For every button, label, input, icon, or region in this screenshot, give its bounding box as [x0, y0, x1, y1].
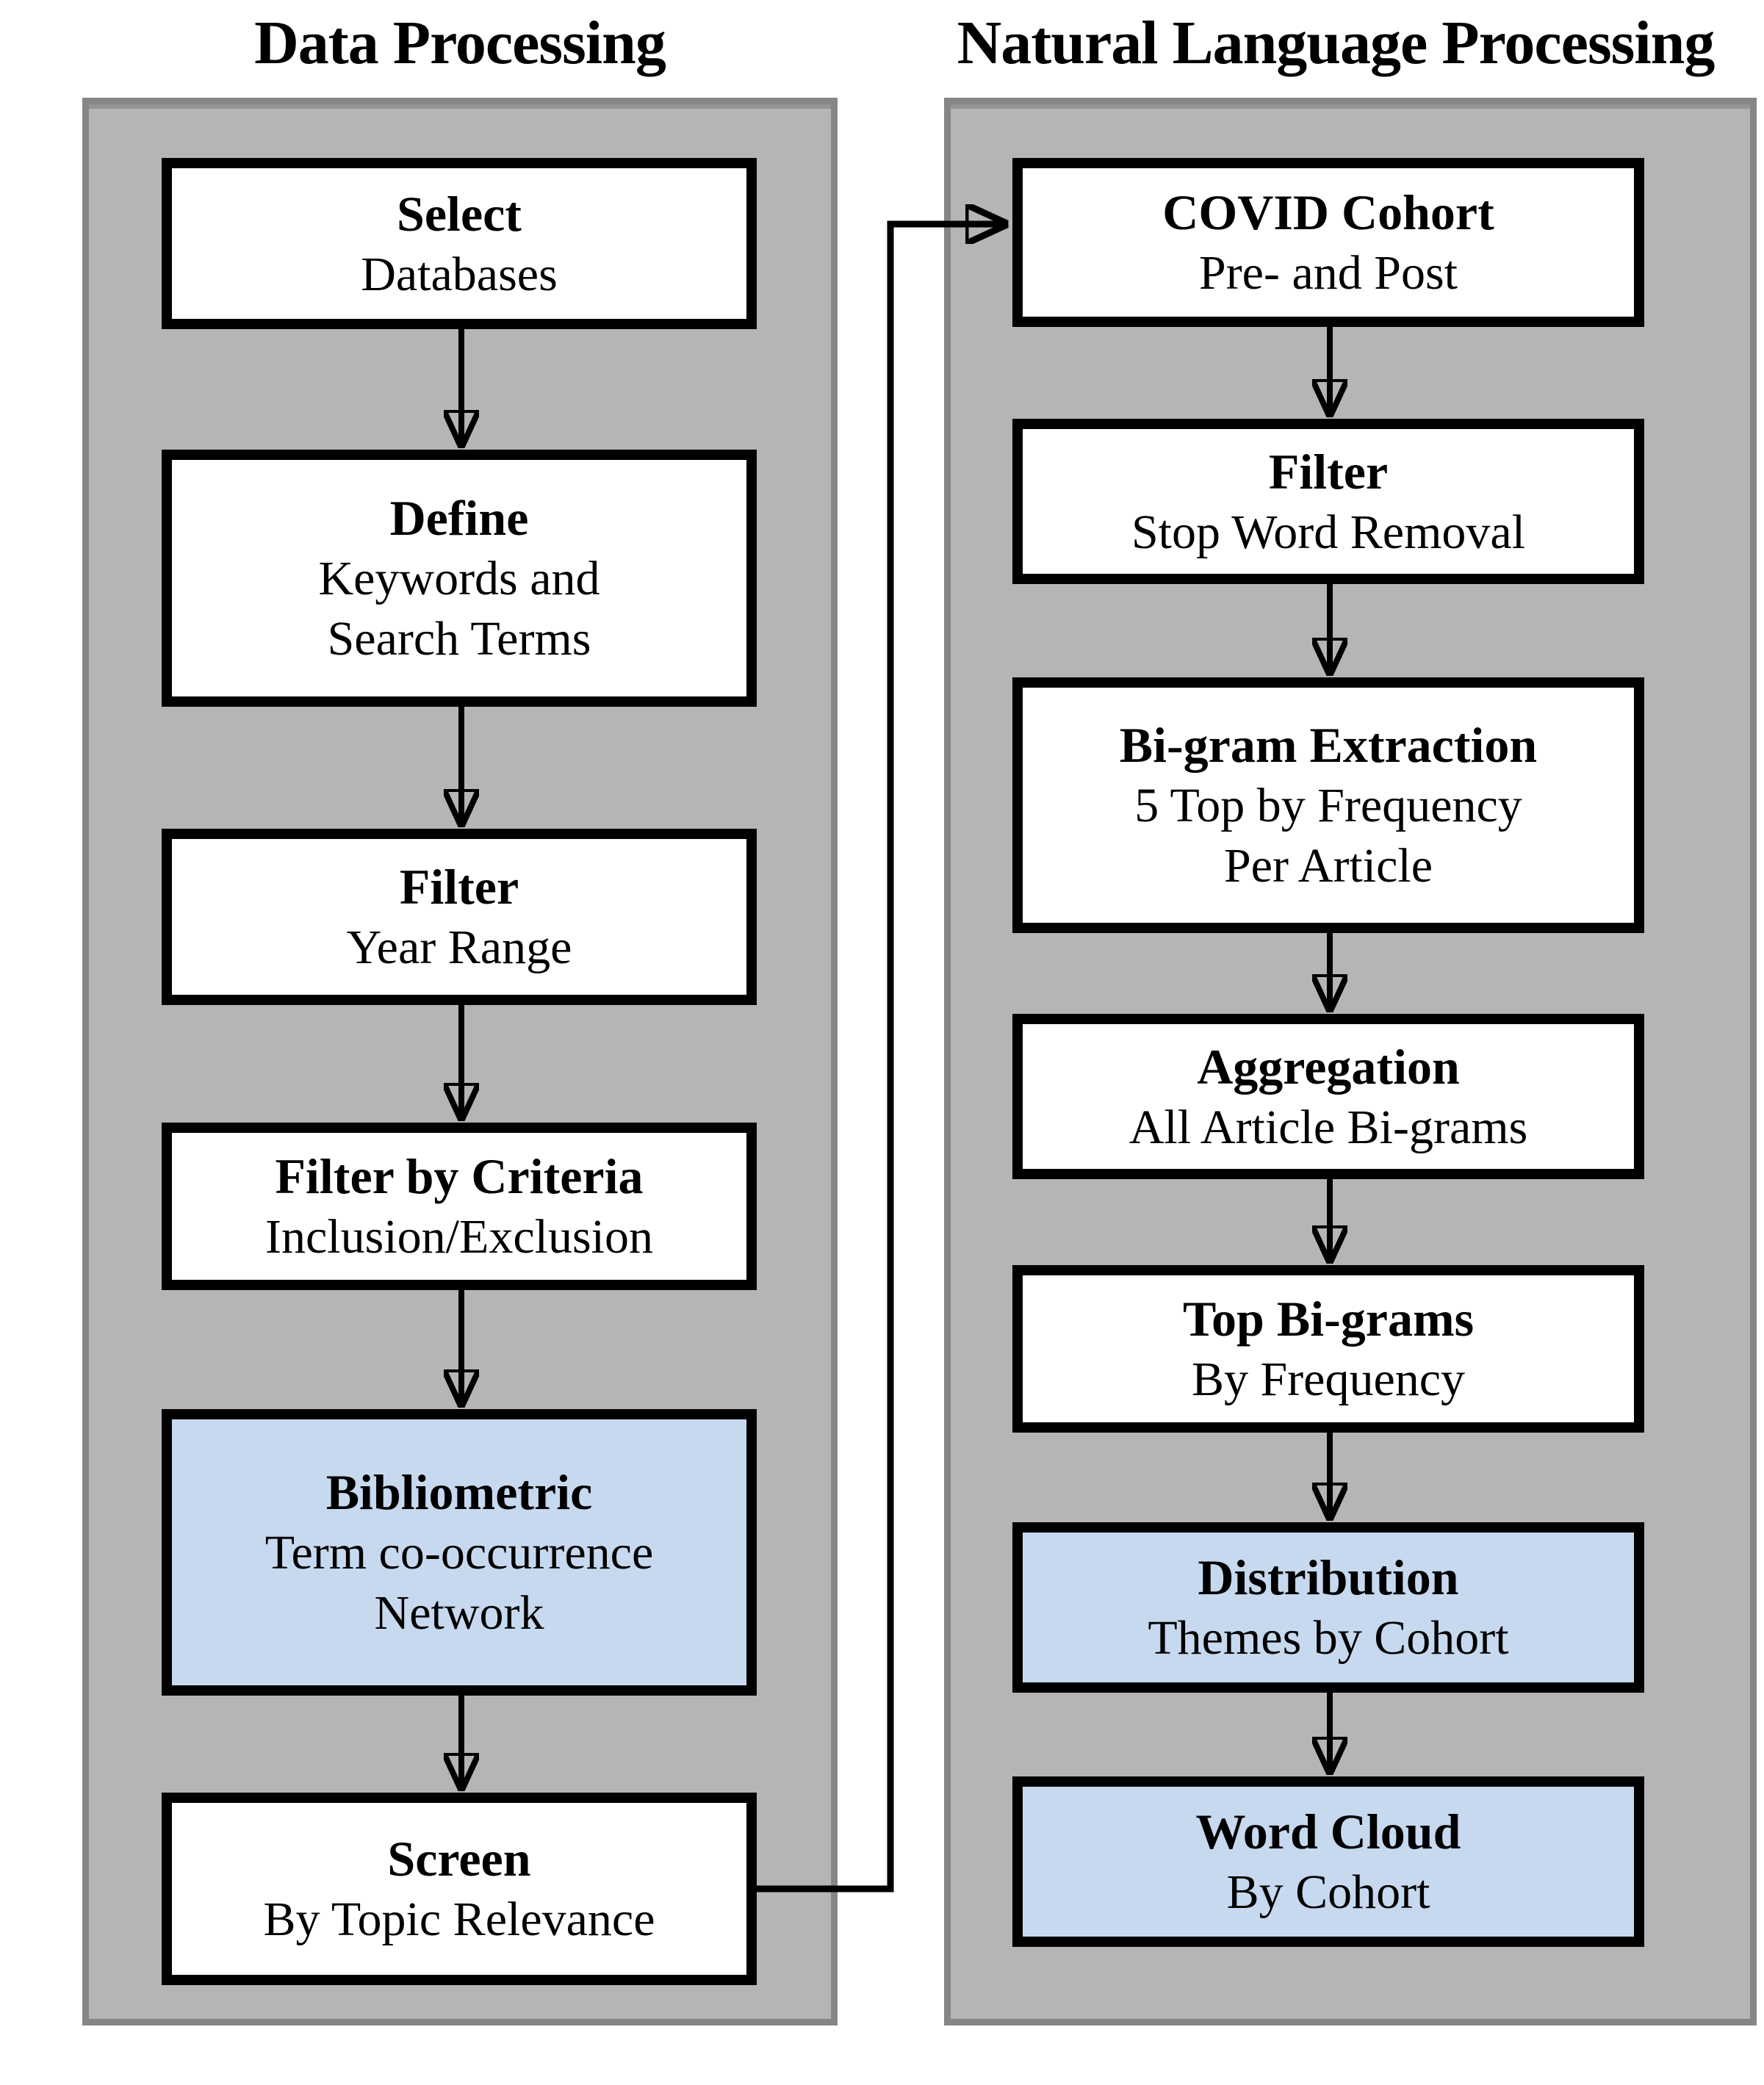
box-subtitle: Stop Word Removal: [1131, 505, 1526, 559]
box-subtitle: By Frequency: [1191, 1353, 1466, 1406]
box-subtitle: Databases: [361, 247, 558, 301]
box-title: Word Cloud: [1195, 1804, 1461, 1859]
box-title: Define: [389, 490, 529, 546]
flow-box-top-bigrams: Top Bi-grams By Frequency: [1012, 1265, 1644, 1433]
left-column-title: Data Processing: [254, 9, 666, 77]
box-subtitle: All Article Bi-grams: [1128, 1100, 1528, 1154]
right-column-title: Natural Language Processing: [957, 9, 1716, 77]
flow-box-filter-year-range: Filter Year Range: [162, 829, 757, 1005]
box-subtitle: Pre- and Post: [1199, 246, 1458, 300]
box-title: Select: [397, 185, 522, 242]
box-title: Filter: [1268, 443, 1389, 500]
flow-box-aggregation: Aggregation All Article Bi-grams: [1012, 1014, 1644, 1179]
box-subtitle: Themes by Cohort: [1148, 1611, 1509, 1665]
flow-box-screen-topic-relevance: Screen By Topic Relevance: [162, 1793, 757, 1985]
flow-box-select-databases: Select Databases: [162, 158, 757, 329]
box-subtitle: Year Range: [346, 921, 572, 974]
box-title: Bibliometric: [325, 1464, 593, 1520]
box-title: Top Bi-grams: [1182, 1291, 1475, 1347]
box-title: Distribution: [1198, 1549, 1459, 1605]
data-processing-panel: [82, 98, 838, 2025]
flow-box-define-keywords: Define Keywords and Search Terms: [162, 450, 757, 707]
box-subtitle: Term co-occurrence: [264, 1526, 654, 1580]
box-title: Bi-gram Extraction: [1119, 717, 1538, 773]
flow-box-filter-stop-words: Filter Stop Word Removal: [1012, 419, 1644, 584]
flow-box-covid-cohort: COVID Cohort Pre- and Post: [1012, 158, 1644, 327]
box-title: Filter: [399, 859, 519, 915]
flow-box-filter-by-criteria: Filter by Criteria Inclusion/Exclusion: [162, 1123, 757, 1290]
box-subtitle: Inclusion/Exclusion: [265, 1210, 653, 1264]
flow-box-bigram-extraction: Bi-gram Extraction 5 Top by Frequency Pe…: [1012, 677, 1644, 933]
box-title: Screen: [387, 1831, 531, 1887]
flow-box-word-cloud: Word Cloud By Cohort: [1012, 1776, 1644, 1947]
box-subtitle: Search Terms: [327, 612, 591, 666]
box-subtitle: Keywords and: [318, 552, 600, 605]
flow-box-bibliometric-network: Bibliometric Term co-occurrence Network: [162, 1409, 757, 1696]
box-subtitle: By Cohort: [1226, 1865, 1430, 1919]
box-title: COVID Cohort: [1162, 184, 1494, 240]
box-subtitle: Per Article: [1223, 839, 1433, 893]
box-subtitle: Network: [374, 1586, 544, 1640]
flow-box-distribution-themes: Distribution Themes by Cohort: [1012, 1522, 1644, 1693]
box-title: Filter by Criteria: [275, 1148, 644, 1204]
box-subtitle: 5 Top by Frequency: [1134, 779, 1522, 832]
box-subtitle: By Topic Relevance: [263, 1893, 655, 1946]
box-title: Aggregation: [1197, 1038, 1460, 1095]
